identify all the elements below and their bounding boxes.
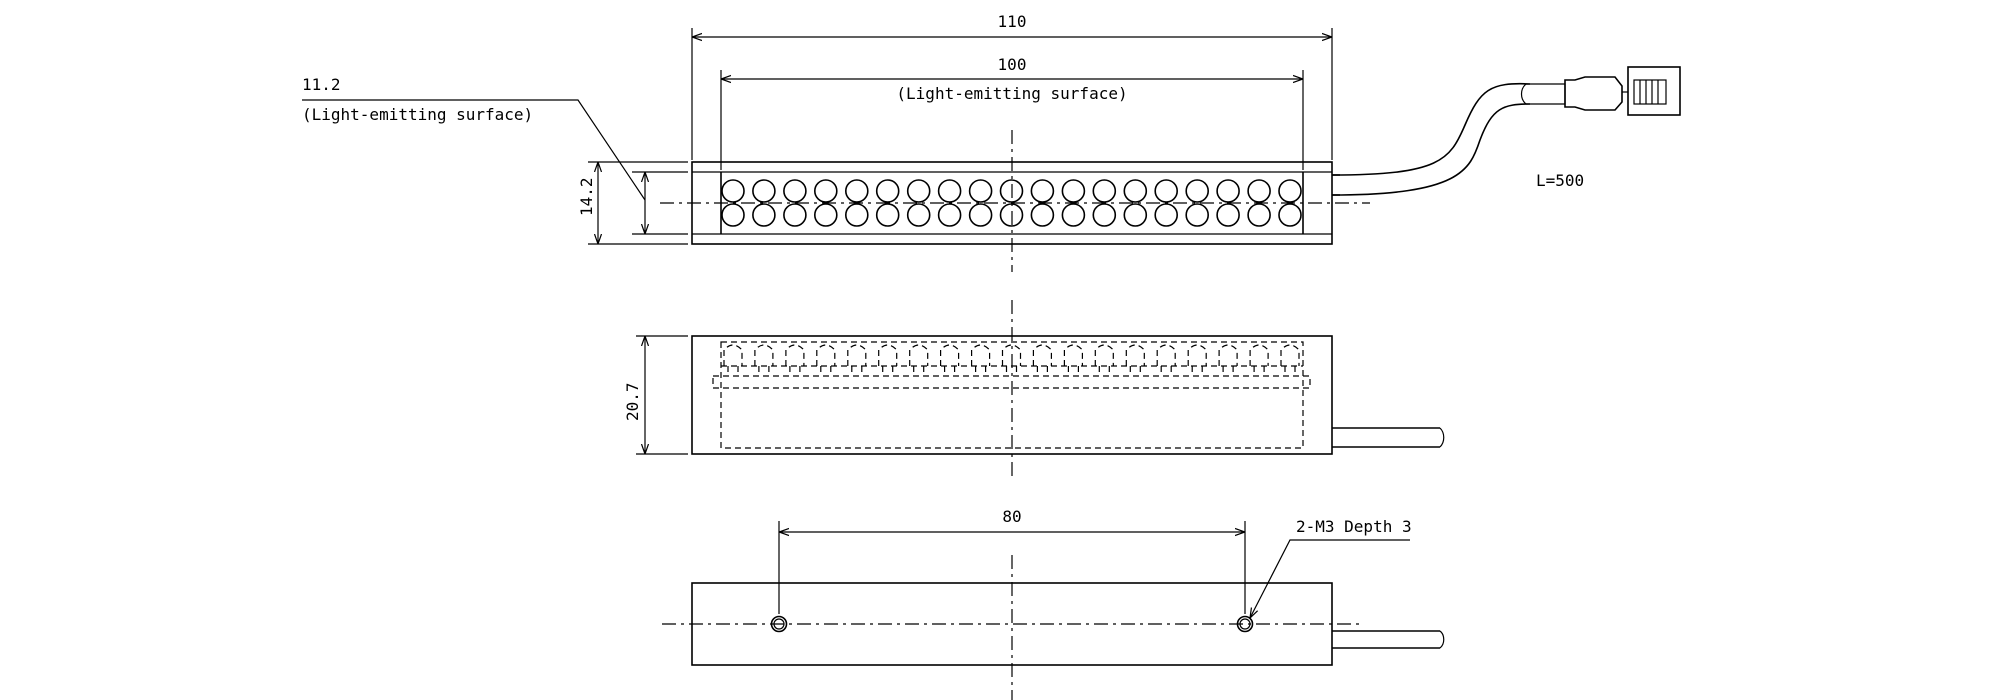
bottom-view: 80 2-M3 Depth 3 bbox=[662, 507, 1445, 700]
led bbox=[906, 203, 931, 227]
led bbox=[1092, 179, 1117, 203]
hidden-led bbox=[940, 344, 960, 376]
led bbox=[1092, 203, 1117, 227]
led bbox=[1247, 203, 1271, 227]
hidden-led bbox=[1218, 344, 1238, 376]
mounting-hole-left bbox=[770, 615, 788, 633]
led bbox=[1061, 179, 1086, 203]
led bbox=[1185, 203, 1209, 227]
led bbox=[813, 203, 838, 227]
hidden-led bbox=[754, 344, 774, 376]
cable-length-label: L=500 bbox=[1536, 171, 1584, 190]
hidden-led bbox=[1094, 344, 1114, 376]
hidden-led bbox=[785, 344, 805, 376]
hidden-led bbox=[1249, 344, 1269, 376]
hidden-led-row bbox=[723, 344, 1300, 376]
front-view: L=500 110 100 (Light-emitting surface) 1… bbox=[302, 12, 1681, 272]
dim-100-value: 100 bbox=[998, 55, 1027, 74]
hidden-led bbox=[1032, 344, 1052, 376]
led bbox=[1216, 179, 1240, 203]
connector-housing-rear bbox=[1564, 76, 1623, 111]
hidden-led bbox=[1063, 344, 1083, 376]
led bbox=[844, 203, 869, 227]
led bbox=[721, 179, 745, 203]
led bbox=[752, 203, 776, 227]
dim-11-2-value: 11.2 bbox=[302, 75, 341, 94]
led bbox=[1123, 203, 1148, 227]
led bbox=[1030, 203, 1055, 227]
led bbox=[1154, 179, 1178, 203]
led bbox=[844, 179, 869, 203]
led bbox=[875, 203, 900, 227]
leader-hole-callout bbox=[1250, 539, 1410, 618]
led bbox=[999, 179, 1024, 203]
led bbox=[1185, 179, 1209, 203]
led bbox=[1123, 179, 1148, 203]
leader-11-2 bbox=[302, 99, 646, 201]
hidden-led bbox=[723, 344, 743, 376]
led bbox=[968, 179, 993, 203]
connector-latch bbox=[1633, 79, 1667, 105]
cable-sleeve bbox=[1526, 83, 1566, 105]
led bbox=[752, 179, 776, 203]
hole-callout-label: 2-M3 Depth 3 bbox=[1296, 517, 1412, 536]
led bbox=[1061, 203, 1086, 227]
hidden-led bbox=[847, 344, 867, 376]
mounting-hole-right-thread bbox=[1239, 618, 1251, 630]
led bbox=[968, 203, 993, 227]
led bbox=[1030, 179, 1055, 203]
hidden-led bbox=[878, 344, 898, 376]
hidden-led bbox=[971, 344, 991, 376]
cable-lower bbox=[1331, 103, 1531, 196]
hidden-led bbox=[1001, 344, 1022, 376]
connector-housing bbox=[1627, 66, 1681, 116]
hidden-led bbox=[1187, 344, 1207, 376]
led bbox=[1278, 203, 1302, 227]
dim-100-note: (Light-emitting surface) bbox=[896, 84, 1127, 103]
led bbox=[875, 179, 900, 203]
bottom-cable-break bbox=[1439, 630, 1445, 649]
mounting-hole-right bbox=[1236, 615, 1254, 633]
cable-connector bbox=[1331, 66, 1681, 196]
dim-110-value: 110 bbox=[998, 12, 1027, 31]
led bbox=[1216, 203, 1240, 227]
dim-80-value: 80 bbox=[1002, 507, 1021, 526]
cable-upper bbox=[1331, 82, 1531, 176]
led bbox=[1247, 179, 1271, 203]
mounting-hole-left-thread bbox=[773, 618, 785, 630]
hidden-inner-cavity bbox=[720, 341, 1304, 449]
dim-11-2-note: (Light-emitting surface) bbox=[302, 105, 533, 124]
led bbox=[783, 203, 807, 227]
side-view: 20.7 bbox=[623, 300, 1445, 480]
led bbox=[813, 179, 838, 203]
dim-14-2-value: 14.2 bbox=[577, 177, 596, 216]
cable-break bbox=[1520, 83, 1527, 105]
led bbox=[783, 179, 807, 203]
hidden-led bbox=[1156, 344, 1176, 376]
led bbox=[721, 203, 745, 227]
led-array bbox=[721, 179, 1302, 227]
hidden-led bbox=[1280, 344, 1300, 376]
hidden-pcb bbox=[712, 375, 1311, 389]
led bbox=[1278, 179, 1302, 203]
side-cable-break bbox=[1439, 427, 1445, 448]
hidden-led bbox=[816, 344, 836, 376]
led bbox=[937, 203, 962, 227]
hidden-led bbox=[909, 344, 929, 376]
hidden-led bbox=[1125, 344, 1145, 376]
led bbox=[906, 179, 931, 203]
led bbox=[937, 179, 962, 203]
led bbox=[1154, 203, 1178, 227]
dim-20-7-value: 20.7 bbox=[623, 382, 642, 421]
